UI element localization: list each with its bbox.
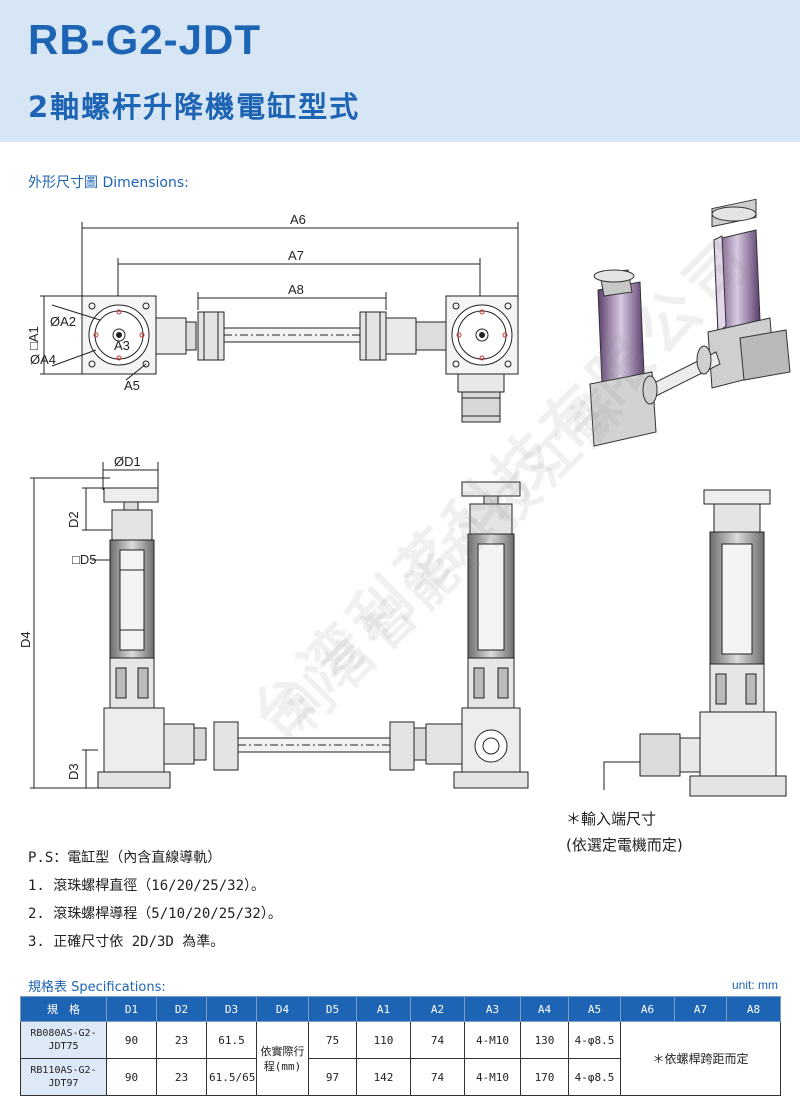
dim-a1: □A1 bbox=[26, 326, 41, 350]
dim-d4: D4 bbox=[18, 631, 33, 648]
dim-a5: A5 bbox=[124, 378, 140, 393]
col-header-a8: A8 bbox=[726, 996, 781, 1022]
dim-a4: ØA4 bbox=[30, 352, 56, 367]
cell-d2: 23 bbox=[156, 1021, 207, 1059]
cell-d3: 61.5 bbox=[206, 1021, 257, 1059]
dimensions-label: 外形尺寸圖 Dimensions: bbox=[28, 175, 189, 191]
cell-a4: 130 bbox=[520, 1021, 569, 1059]
cell-d1: 90 bbox=[106, 1021, 157, 1059]
cell-a-note: ＊依螺桿跨距而定 bbox=[620, 1021, 781, 1096]
cell-d3: 61.5/65 bbox=[206, 1058, 257, 1096]
page-subtitle: 2軸螺杆升降機電缸型式 bbox=[28, 90, 361, 124]
cell-a2: 74 bbox=[410, 1058, 465, 1096]
cell-a1: 110 bbox=[356, 1021, 411, 1059]
technical-drawing: A6 A7 A8 □A1 ØA2 A3 ØA4 A5 ØD1 D2 □D5 D4… bbox=[18, 198, 791, 797]
input-note-line2: (依選定電機而定) bbox=[566, 836, 683, 854]
col-header-d1: D1 bbox=[106, 996, 157, 1022]
table-row: RB110AS-G2-JDT97 90 23 61.5/65 97 142 74… bbox=[20, 1058, 781, 1096]
dim-a8: A8 bbox=[288, 282, 304, 297]
notes-list: P.S：電缸型（內含直線導軌） 1. 滾珠螺桿直徑（16/20/25/32）。 … bbox=[28, 844, 282, 956]
cell-a3: 4-M10 bbox=[464, 1021, 521, 1059]
dim-a2: ØA2 bbox=[50, 314, 76, 329]
col-header-a5: A5 bbox=[568, 996, 621, 1022]
col-header-a2: A2 bbox=[410, 996, 465, 1022]
cell-d2: 23 bbox=[156, 1058, 207, 1096]
col-header-d2: D2 bbox=[156, 996, 207, 1022]
cell-a3: 4-M10 bbox=[464, 1058, 521, 1096]
cell-a5: 4-φ8.5 bbox=[568, 1058, 621, 1096]
cell-a2: 74 bbox=[410, 1021, 465, 1059]
note-1: 1. 滾珠螺桿直徑（16/20/25/32）。 bbox=[28, 878, 266, 894]
col-header-model: 規 格 bbox=[20, 996, 107, 1022]
cell-a5: 4-φ8.5 bbox=[568, 1021, 621, 1059]
col-header-d4: D4 bbox=[256, 996, 309, 1022]
cell-model: RB080AS-G2-JDT75 bbox=[20, 1021, 107, 1059]
specs-label: 規格表 Specifications: bbox=[28, 980, 166, 995]
cell-model: RB110AS-G2-JDT97 bbox=[20, 1058, 107, 1096]
dim-d1: ØD1 bbox=[114, 454, 141, 469]
note-ps: P.S：電缸型（內含直線導軌） bbox=[28, 850, 222, 866]
dim-d3: D3 bbox=[66, 763, 81, 780]
note-3: 3. 正確尺寸依 2D/3D 為準。 bbox=[28, 934, 225, 950]
header-band: RB-G2-JDT 2軸螺杆升降機電缸型式 bbox=[0, 0, 800, 142]
cell-d5: 97 bbox=[308, 1058, 357, 1096]
unit-label: unit: mm bbox=[731, 978, 778, 992]
cell-a1: 142 bbox=[356, 1058, 411, 1096]
cell-d4-note: 依實際行程(mm) bbox=[256, 1021, 309, 1096]
dim-d2: D2 bbox=[66, 511, 81, 528]
col-header-a4: A4 bbox=[520, 996, 569, 1022]
col-header-a7: A7 bbox=[674, 996, 727, 1022]
cell-d5: 75 bbox=[308, 1021, 357, 1059]
table-row: RB080AS-G2-JDT75 90 23 61.5 依實際行程(mm) 75… bbox=[20, 1021, 781, 1096]
col-header-d5: D5 bbox=[308, 996, 357, 1022]
dim-a3: A3 bbox=[114, 338, 130, 353]
note-2: 2. 滾珠螺桿導程（5/10/20/25/32）。 bbox=[28, 906, 282, 922]
spec-table: 規 格 D1 D2 D3 D4 D5 A1 A2 A3 A4 A5 A6 A7 … bbox=[20, 996, 781, 1096]
input-note: ＊輸入端尺寸 (依選定電機而定) bbox=[566, 806, 683, 858]
page-title: RB-G2-JDT bbox=[28, 16, 262, 63]
cell-d1: 90 bbox=[106, 1058, 157, 1096]
col-header-d3: D3 bbox=[206, 996, 257, 1022]
dim-a7: A7 bbox=[288, 248, 304, 263]
dim-a6: A6 bbox=[290, 212, 306, 227]
col-header-a3: A3 bbox=[464, 996, 521, 1022]
col-header-a6: A6 bbox=[620, 996, 675, 1022]
cell-a4: 170 bbox=[520, 1058, 569, 1096]
input-note-line1: ＊輸入端尺寸 bbox=[566, 810, 657, 828]
spec-header-row: 規 格 D1 D2 D3 D4 D5 A1 A2 A3 A4 A5 A6 A7 … bbox=[20, 996, 781, 1022]
dim-d5: □D5 bbox=[72, 552, 96, 567]
col-header-a1: A1 bbox=[356, 996, 411, 1022]
